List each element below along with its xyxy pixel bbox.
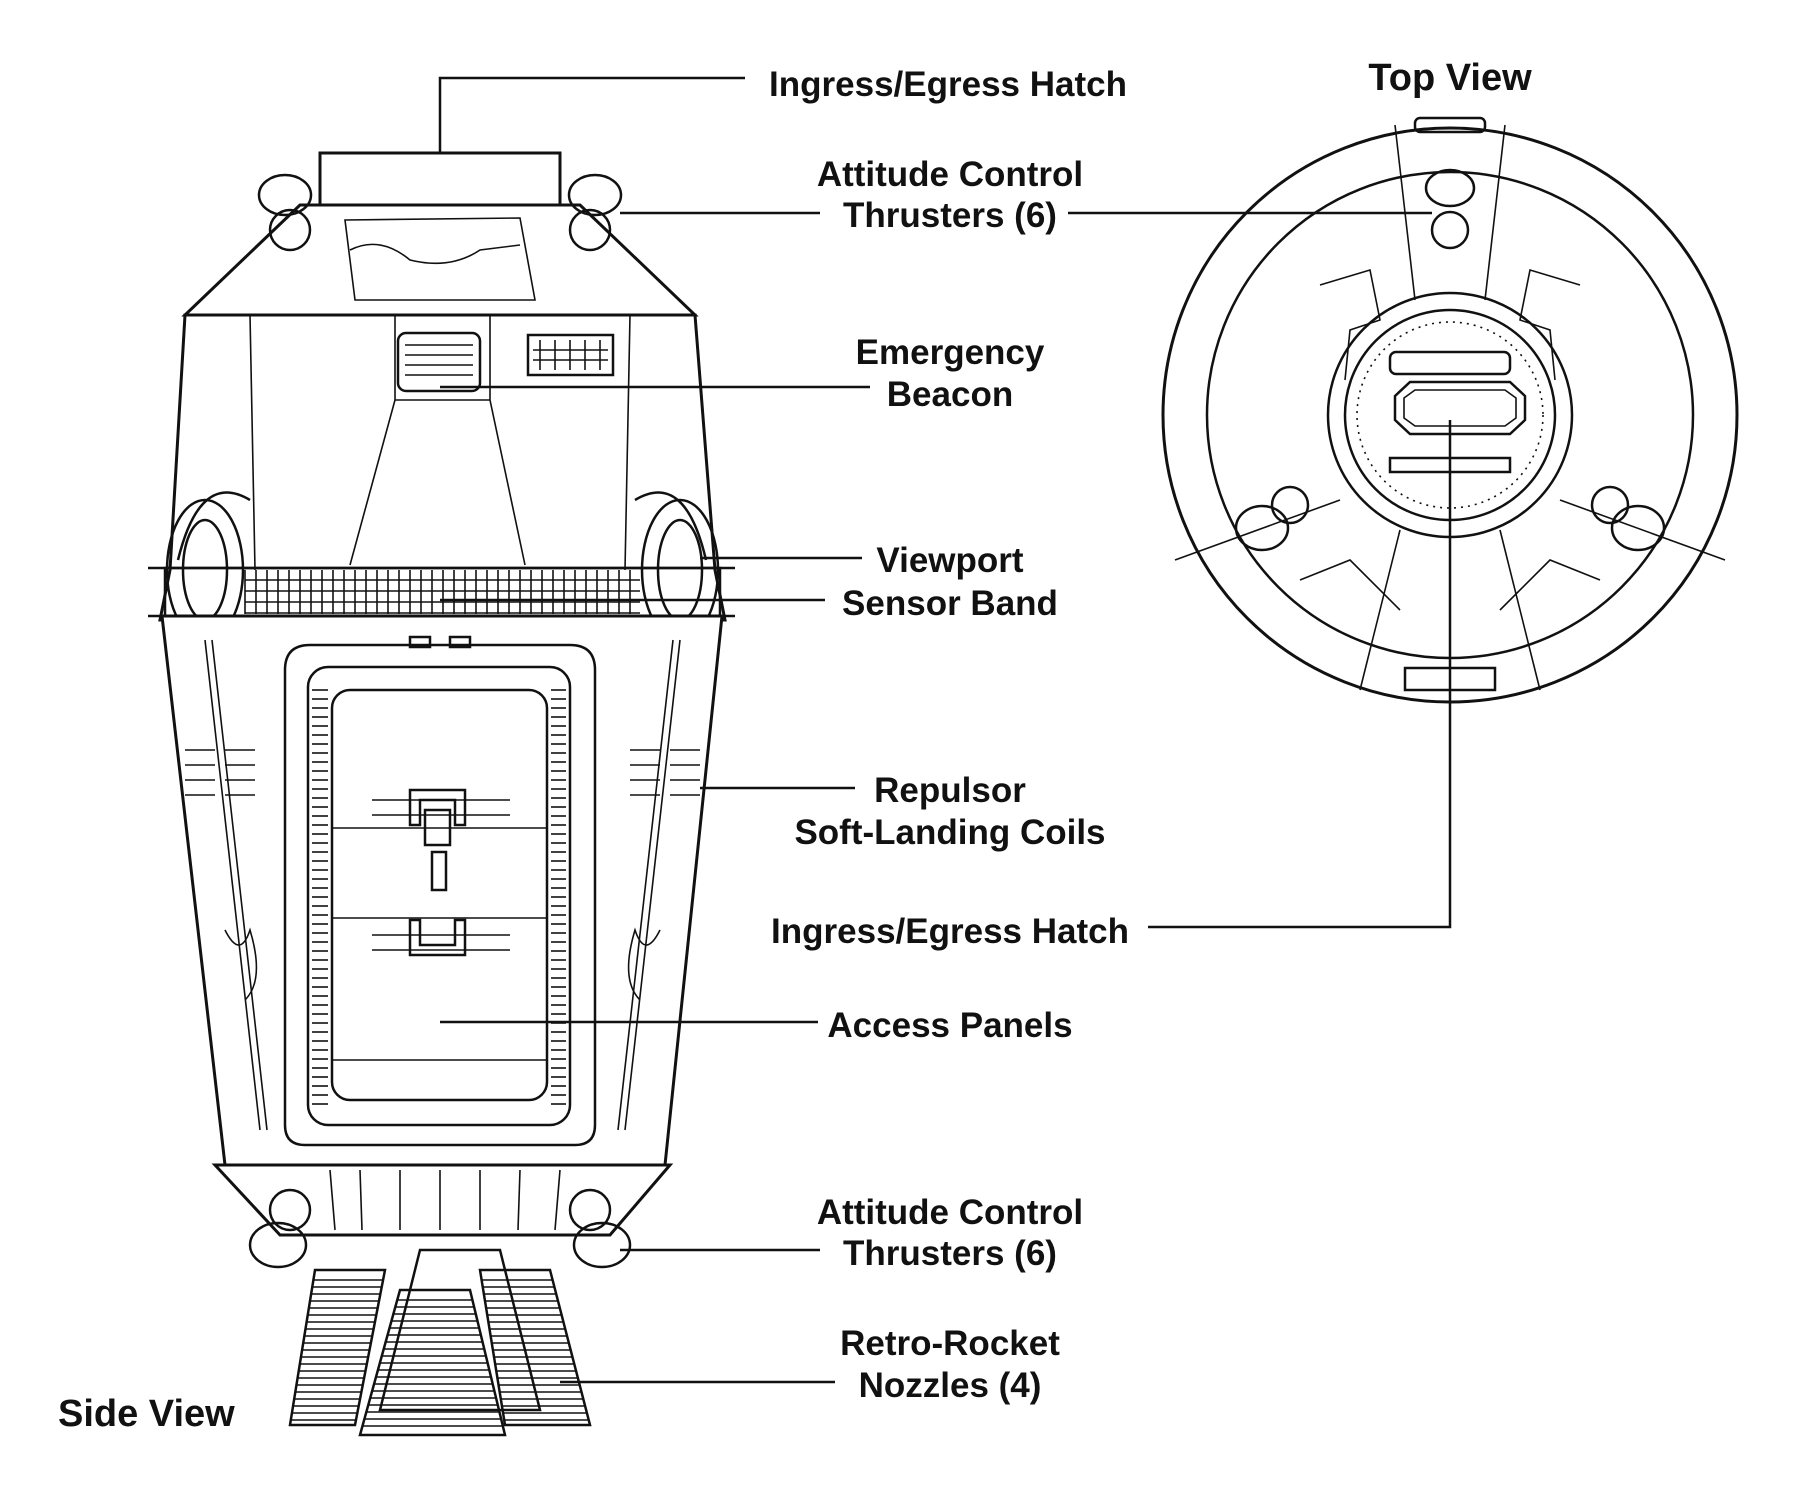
thruster-upper-right — [567, 173, 623, 252]
label-sensor-band: Sensor Band — [842, 584, 1058, 623]
leader-hatch-top — [438, 76, 745, 153]
top-hatch-block — [318, 151, 562, 210]
leader-hatch-topview — [1148, 420, 1452, 929]
nozzle-center-back — [378, 1248, 542, 1412]
upper-body — [158, 313, 727, 622]
repulsor-coil-left — [185, 639, 268, 1131]
top-thruster-right — [1590, 485, 1666, 552]
top-thruster-top — [1424, 168, 1476, 250]
top-view-hatch-tab — [1413, 116, 1487, 134]
nozzle-center — [358, 1288, 507, 1437]
top-view-label: Top View — [1368, 57, 1532, 99]
thruster-lower-right — [568, 1188, 632, 1269]
thruster-lower-left — [248, 1188, 312, 1269]
label-nozzles-1: Retro-Rocket — [840, 1324, 1060, 1363]
label-access-panels: Access Panels — [827, 1006, 1072, 1045]
top-view-hatch-plate — [1393, 380, 1527, 436]
label-hatch-topview: Ingress/Egress Hatch — [771, 912, 1129, 951]
label-beacon-1: Emergency — [856, 333, 1045, 372]
label-repulsor-1: Repulsor — [874, 771, 1026, 810]
grille-panel — [526, 333, 615, 377]
label-thrusters-lower-1: Attitude Control — [817, 1193, 1083, 1232]
emergency-beacon-shape — [396, 331, 482, 393]
side-view-drawing — [148, 151, 735, 1437]
leader-lines — [438, 76, 1452, 1384]
access-panel-outer — [283, 643, 597, 1147]
label-thrusters-upper-1: Attitude Control — [817, 155, 1083, 194]
side-view-label: Side View — [58, 1393, 235, 1435]
nozzle-right — [478, 1268, 592, 1427]
label-repulsor-2: Soft-Landing Coils — [794, 813, 1105, 852]
nozzle-left — [288, 1268, 387, 1427]
upper-cap — [181, 203, 699, 317]
top-view-drawing — [1161, 116, 1739, 704]
label-viewport: Viewport — [876, 541, 1024, 580]
thruster-upper-left — [257, 173, 313, 252]
label-thrusters-upper-2: Thrusters (6) — [843, 196, 1057, 235]
access-panel-frame — [306, 665, 572, 1127]
label-nozzles-2: Nozzles (4) — [859, 1366, 1042, 1405]
label-hatch-top: Ingress/Egress Hatch — [769, 65, 1127, 104]
label-beacon-2: Beacon — [887, 375, 1013, 414]
repulsor-coil-right — [617, 639, 700, 1131]
label-thrusters-lower-2: Thrusters (6) — [843, 1234, 1057, 1273]
top-thruster-left — [1234, 485, 1310, 552]
